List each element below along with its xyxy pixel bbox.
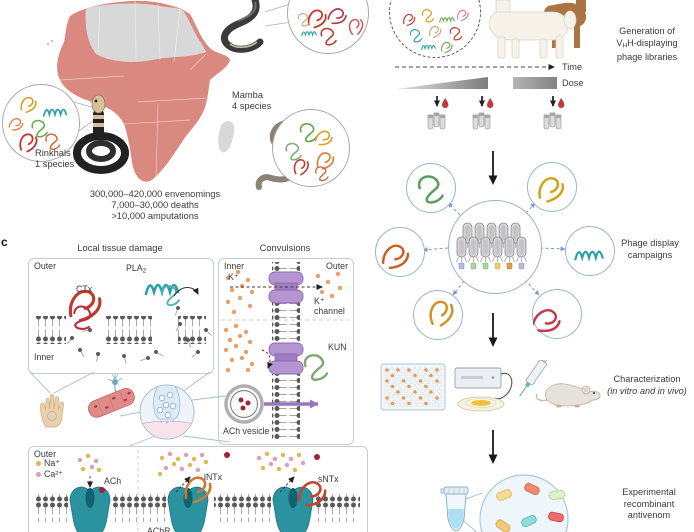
tissue-zoom-graphic [20,372,230,450]
blocked-flux-arrow [262,350,270,368]
characterization-graphic [375,360,615,415]
ach-label: ACh [104,476,121,486]
vhh-circle-gold [527,162,577,212]
hand-icon [41,395,64,428]
na-legend: Na⁺ [36,459,60,468]
phage-pool [449,201,541,293]
pla2-label: PLA2 [126,263,146,277]
mouse-icon [536,384,600,408]
ach-vesicle-icon [226,386,262,422]
vhh-circle-red [532,289,582,339]
na-ca-ions [78,452,305,476]
bleed-1 [428,96,449,129]
k-ion-label: K⁺ [228,272,239,282]
mamba-venom-circle [272,109,350,187]
venom-mixture-circle [389,0,481,58]
kun-label: KUN [328,342,347,352]
cobra-venom-circle [287,0,369,54]
dose-ramp-triangle [396,77,488,89]
mamba-venom-proteins [273,110,349,186]
ctx-protein-icon [69,291,100,332]
na-dot [36,461,41,466]
achr-receptor-icon [70,487,110,532]
antivenom-caption: Experimental recombinant antivenom [604,487,694,522]
achr-label: AChR [147,526,170,532]
phage-pool-circle [448,200,542,294]
dose-label: Dose [562,78,583,88]
box1-outer-label: Outer [34,261,56,271]
cobra-venom-proteins [288,0,368,53]
immunization-schedule [390,58,590,138]
achr-receptor-icon [168,487,208,532]
lipid-bilayer [34,316,206,344]
flow-arrow-3 [486,429,500,465]
vhh-circle-gold2 [413,290,463,340]
antivenom-graphic [440,465,610,532]
time-label: Time [562,62,582,72]
venom-mixture-proteins [390,0,480,57]
ach-molecule [314,454,320,460]
kun-protein-icon [305,355,327,380]
synapse-icon [140,383,194,443]
ctx-label: CTx [76,284,92,294]
receptor-graphic [28,446,366,532]
achr-receptor-icon [273,487,313,532]
dose-bolus-rect [513,77,557,89]
bleed-3 [544,96,565,129]
ca-dot [36,472,41,477]
rinkhals-snake-icon [71,91,133,186]
ca-legend: Ca²⁺ [36,470,63,479]
envenoming-stats: 300,000–420,000 envenomings 7,000–30,000… [55,189,255,222]
vhh-circle-orange [375,227,425,277]
box2-outer-label: Outer [326,261,348,271]
flow-arrow-2 [486,312,500,348]
cobra-snake-icon [200,0,275,55]
microplate-icon [381,364,445,410]
sntx-label: sNTx [318,474,339,484]
vhh-tags [459,263,524,269]
local-tissue-damage-graphic [28,258,212,372]
vhh-circle-green [406,163,456,213]
eppendorf-tube-icon [441,487,468,531]
kun-blocked-channel-icon [269,343,303,374]
panel-c-label: c [1,235,8,249]
rinkhals-label: Rinkhals1 species [35,148,74,170]
box2-inner-label: Inner [224,261,244,271]
characterization-caption: Characterization (in vitro and in vivo) [602,374,692,397]
lntx-label: lNTx [204,472,222,482]
instrument-icon [455,368,512,411]
phage-display-caption: Phage display campaigns [605,238,694,261]
k-channel-label: K⁺channel [314,296,345,316]
box1-inner-label: Inner [34,352,54,362]
convulsions-title: Convulsions [218,243,352,253]
mamba-label: Mamba4 species [232,90,271,112]
generation-caption: Generation of VHH-displaying phage libra… [600,26,694,63]
ach-molecule [99,487,105,493]
ach-molecule [224,452,230,458]
local-tissue-damage-title: Local tissue damage [28,243,212,253]
bleed-2 [473,96,494,129]
